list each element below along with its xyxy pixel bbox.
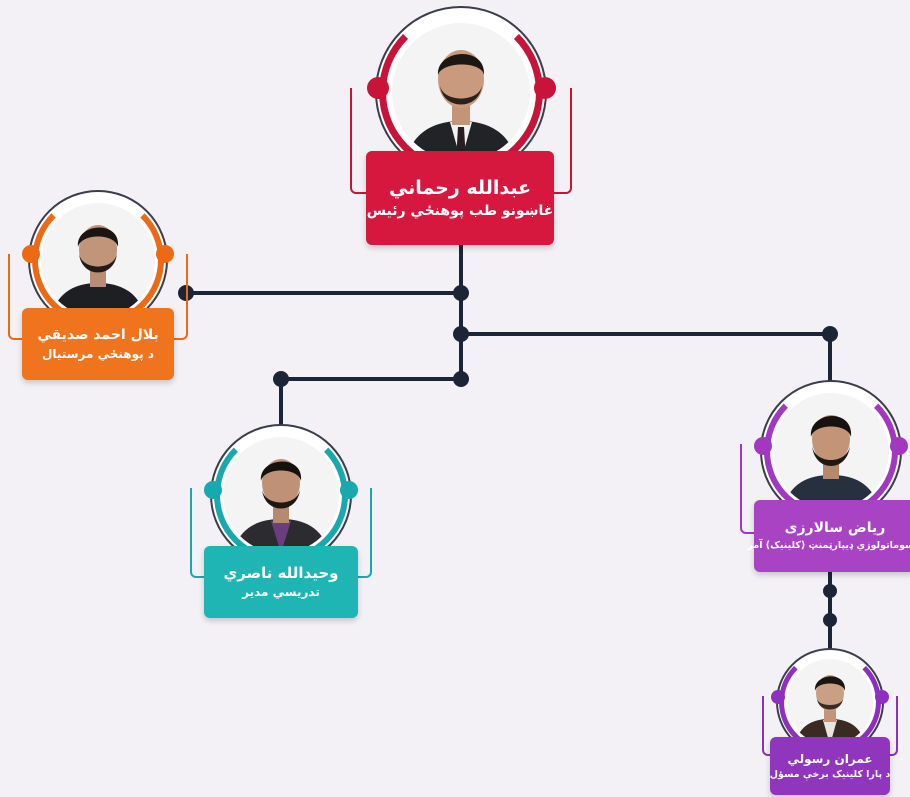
person-photo — [41, 203, 155, 317]
org-node-clinic-head[interactable]: ریاض سالارزی د سوماتولوژي ډیپارټمنټ (کلی… — [740, 380, 910, 574]
arc-end-dot — [340, 481, 358, 499]
person-photo — [773, 393, 889, 509]
person-role: د پارا کلینیک برخې مسؤل — [769, 769, 891, 780]
node-card: بلال احمد صدیقي د پوهنځي مرستیال — [22, 308, 174, 380]
arc-end-dot — [534, 77, 556, 99]
connector-dot — [823, 584, 837, 598]
person-name: عمران رسولي — [787, 751, 873, 766]
arc-end-dot — [754, 437, 772, 455]
org-node-dean[interactable]: عبدالله رحماني غاښونو طب پوهنځي رئیس — [350, 6, 572, 246]
org-node-academic-manager[interactable]: وحیدالله ناصري تدریسي مدیر — [190, 424, 372, 620]
person-photo — [787, 659, 873, 745]
person-name: بلال احمد صدیقي — [37, 326, 159, 343]
node-card: ریاض سالارزی د سوماتولوژي ډیپارټمنټ (کلی… — [747, 500, 910, 572]
person-role: د سوماتولوژي ډیپارټمنټ (کلینیک) آمر — [747, 540, 910, 552]
arc-end-dot — [890, 437, 908, 455]
person-name: عبدالله رحماني — [388, 176, 532, 199]
node-card: عمران رسولي د پارا کلینیک برخې مسؤل — [770, 737, 890, 795]
arc-end-dot — [771, 690, 785, 704]
person-name: وحیدالله ناصري — [223, 564, 339, 583]
connector-dot — [453, 326, 469, 342]
arc-end-dot — [22, 245, 40, 263]
person-role: تدریسي مدیر — [242, 585, 320, 600]
node-card: عبدالله رحماني غاښونو طب پوهنځي رئیس — [366, 151, 554, 245]
connector-dot — [453, 371, 469, 387]
connector-dot — [273, 371, 289, 387]
arc-end-dot — [367, 77, 389, 99]
connector-dot — [453, 285, 469, 301]
connector-dot — [823, 613, 837, 627]
person-photo — [392, 23, 530, 161]
person-role: د پوهنځي مرستیال — [42, 346, 154, 361]
person-photo — [223, 437, 339, 553]
arc-end-dot — [156, 245, 174, 263]
person-name: ریاض سالارزی — [784, 520, 886, 537]
node-card: وحیدالله ناصري تدریسي مدیر — [204, 546, 358, 618]
org-node-deputy[interactable]: بلال احمد صدیقي د پوهنځي مرستیال — [8, 190, 188, 380]
arc-end-dot — [204, 481, 222, 499]
person-role: غاښونو طب پوهنځي رئیس — [366, 202, 554, 219]
connector-dot — [822, 326, 838, 342]
arc-end-dot — [875, 690, 889, 704]
org-node-paraclinic-lead[interactable]: عمران رسولي د پارا کلینیک برخې مسؤل — [762, 648, 898, 797]
